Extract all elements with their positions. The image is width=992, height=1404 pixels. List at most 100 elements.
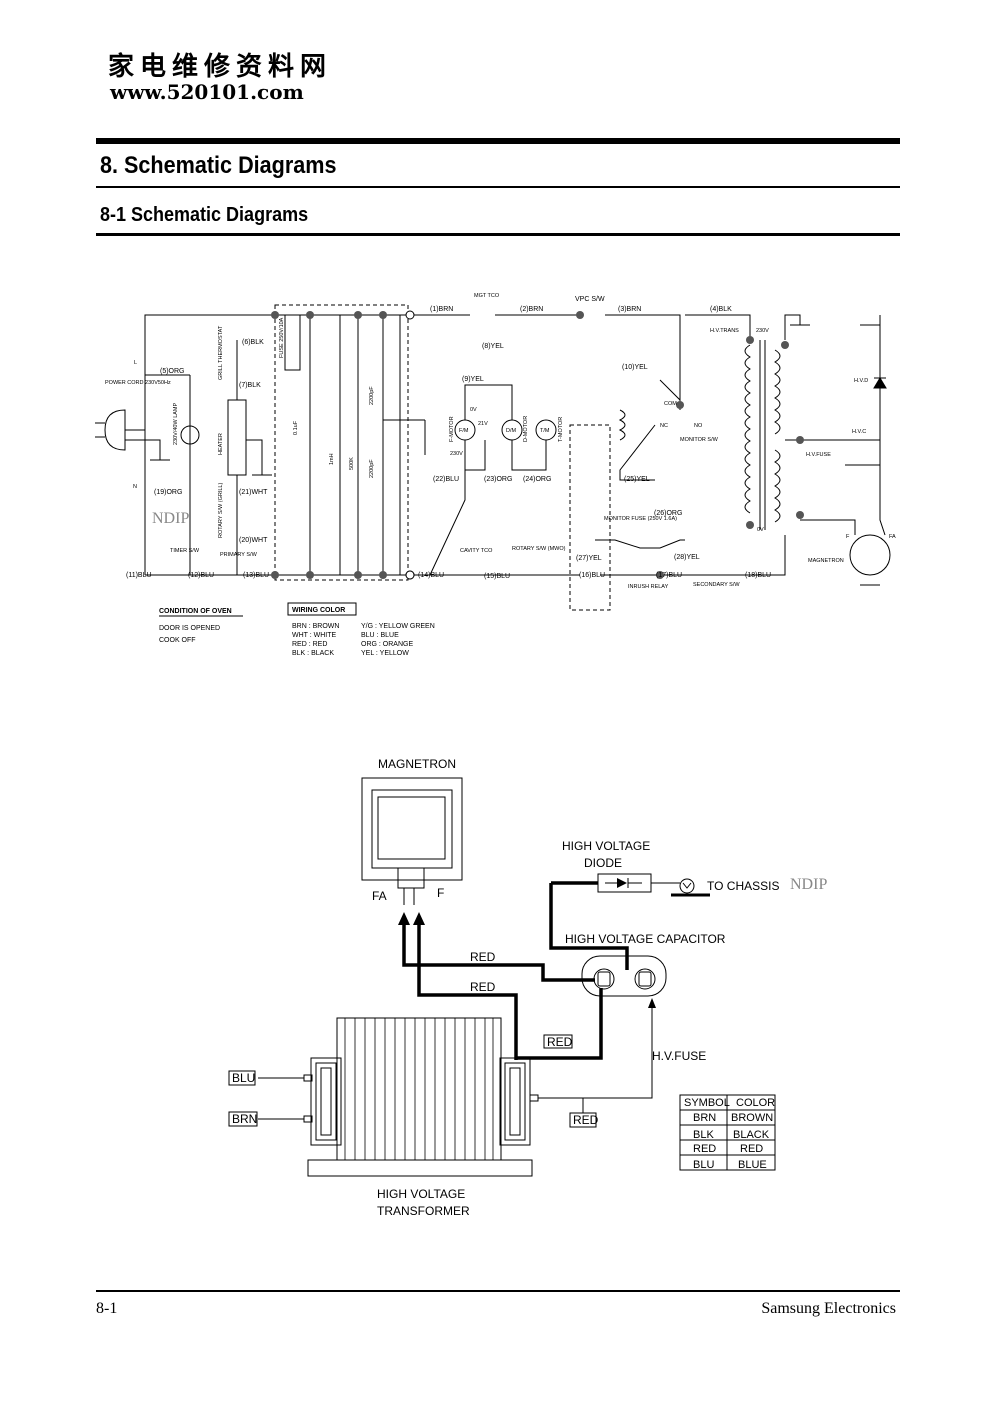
legend-cell: BLK [693, 1129, 714, 1141]
wiring-entry: WHT : WHITE [292, 632, 337, 639]
component-label: F/M [459, 428, 469, 434]
wiring-entry: Y/G : YELLOW GREEN [361, 623, 435, 630]
component-label: ROTARY S/W (MWO) [512, 546, 566, 552]
hv-wiring-diagram: MAGNETRON FA F HIGH VOLTAGE DIODE TO CHA… [228, 757, 827, 1218]
footer-company: Samsung Electronics [761, 1300, 896, 1317]
wire-label: (4)BLK [710, 306, 732, 313]
component-label: H.V.FUSE [806, 452, 831, 458]
wire-label: (5)ORG [160, 368, 185, 375]
wire-label: (8)YEL [482, 343, 504, 350]
wiring-entry: YEL : YELLOW [361, 650, 409, 657]
section-title: 8-1 Schematic Diagrams [100, 204, 309, 226]
component-label: F [846, 534, 850, 540]
wire-label: (19)ORG [154, 489, 182, 496]
transformer-label: HIGH VOLTAGE [377, 1187, 465, 1201]
legend-header: COLOR [736, 1097, 775, 1109]
wire-label: (2)BRN [520, 306, 543, 313]
wire-label: (25)YEL [624, 476, 650, 483]
f-terminal-label: F [437, 886, 444, 900]
section-rule [96, 233, 900, 236]
component-label: POWER CORD 230V50Hz [105, 380, 171, 386]
wire-label: (10)YEL [622, 364, 648, 371]
component-label: 0V [757, 527, 764, 533]
transformer-label: TRANSFORMER [377, 1204, 470, 1218]
schematic-diagram: (1)BRN (2)BRN (3)BRN (4)BLK (5)ORG (6)BL… [95, 293, 896, 657]
wire-red-label: RED [470, 980, 496, 994]
component-label: 1mH [329, 453, 335, 465]
component-label: PRIMARY S/W [220, 552, 258, 558]
transformer-core [336, 1017, 502, 1161]
wire-label: (16)BLU [579, 572, 605, 579]
component-label: ROTARY S/W (GRILL) [218, 483, 224, 538]
wire-label: (11)BLU [126, 572, 152, 579]
wire-label: (15)BLU [484, 573, 510, 580]
wiring-title: WIRING COLOR [292, 607, 345, 614]
component-label: 500K [349, 457, 355, 470]
component-label: T/M [540, 428, 550, 434]
component-label: N [133, 484, 137, 490]
component-label: CAVITY TCO [460, 548, 493, 554]
component-label: 230V [450, 451, 463, 457]
component-label: NC [660, 423, 668, 429]
component-label: SECONDARY S/W [693, 582, 740, 588]
watermark: NDIP [790, 876, 827, 893]
legend-cell: RED [693, 1143, 716, 1155]
wire-label: (26)ORG [654, 510, 682, 517]
wire-4blk [685, 314, 751, 340]
component-label: FA [889, 534, 896, 540]
to-chassis-label: TO CHASSIS [707, 879, 779, 893]
wire-label: (12)BLU [188, 572, 214, 579]
wire-label: (27)YEL [576, 555, 602, 562]
component-label: MONITOR FUSE (250V 1.6A) [604, 516, 677, 522]
component-label: D-MOTOR [523, 416, 529, 442]
page-title: 8. Schematic Diagrams [100, 152, 337, 179]
wiring-entry: BLK : BLACK [292, 650, 334, 657]
component-label: H.V.C [852, 429, 866, 435]
legend-cell: RED [740, 1143, 763, 1155]
wire-label: (7)BLK [239, 382, 261, 389]
color-legend-table [679, 1094, 776, 1171]
component-label: 0V [470, 407, 477, 413]
component-label: 2200pF [369, 386, 375, 405]
watermark: NDIP [152, 510, 189, 527]
wire-label: (20)WHT [239, 537, 268, 544]
component-label: T-MOTOR [558, 417, 564, 442]
magnetron-box [361, 777, 463, 881]
legend-cell: BRN [693, 1112, 716, 1124]
component-label: H.V.TRANS [710, 328, 739, 334]
component-label: 0.1uF [293, 420, 299, 435]
component-label: MONITOR S/W [680, 437, 719, 443]
component-label: F-MOTOR [449, 416, 455, 442]
wire-label: (24)ORG [523, 476, 551, 483]
site-name: 家电维修资料网 [108, 52, 333, 82]
wire-red-label: RED [547, 1035, 573, 1049]
wire-3brn [605, 314, 681, 410]
wire-label: (3)BRN [618, 306, 641, 313]
component-label: INRUSH RELAY [628, 584, 669, 590]
condition-title: CONDITION OF OVEN [159, 608, 232, 615]
component-label: MGT TCO [474, 293, 500, 299]
wire-label: (14)BLU [418, 572, 444, 579]
magnetron-label: MAGNETRON [378, 757, 456, 771]
wire-label: (28)YEL [674, 554, 700, 561]
legend-header: SYMBOL [684, 1097, 730, 1109]
page-number: 8-1 [96, 1300, 118, 1317]
wire-label: (23)ORG [484, 476, 512, 483]
wire-label: (21)WHT [239, 489, 268, 496]
component-label: GRILL THERMOSTAT [218, 325, 224, 380]
component-label: COM [664, 401, 677, 407]
legend-cell: BROWN [731, 1112, 773, 1124]
transformer-base [307, 1159, 533, 1177]
component-label: L [134, 360, 137, 366]
wiring-entry: BLU : BLUE [361, 632, 399, 639]
component-label: HEATER [218, 433, 224, 455]
component-label: 2200pF [369, 459, 375, 478]
wire-label: (18)BLU [745, 572, 771, 579]
hv-diode-label: HIGH VOLTAGE [562, 839, 650, 853]
wire-label: (13)BLU [243, 572, 269, 579]
component-label: VPC S/W [575, 296, 605, 303]
wire-blu-label: BLU [232, 1071, 255, 1085]
wire-label: (17)BLU [656, 572, 682, 579]
condition-item: COOK OFF [159, 637, 196, 644]
legend-cell: BLU [693, 1159, 714, 1171]
